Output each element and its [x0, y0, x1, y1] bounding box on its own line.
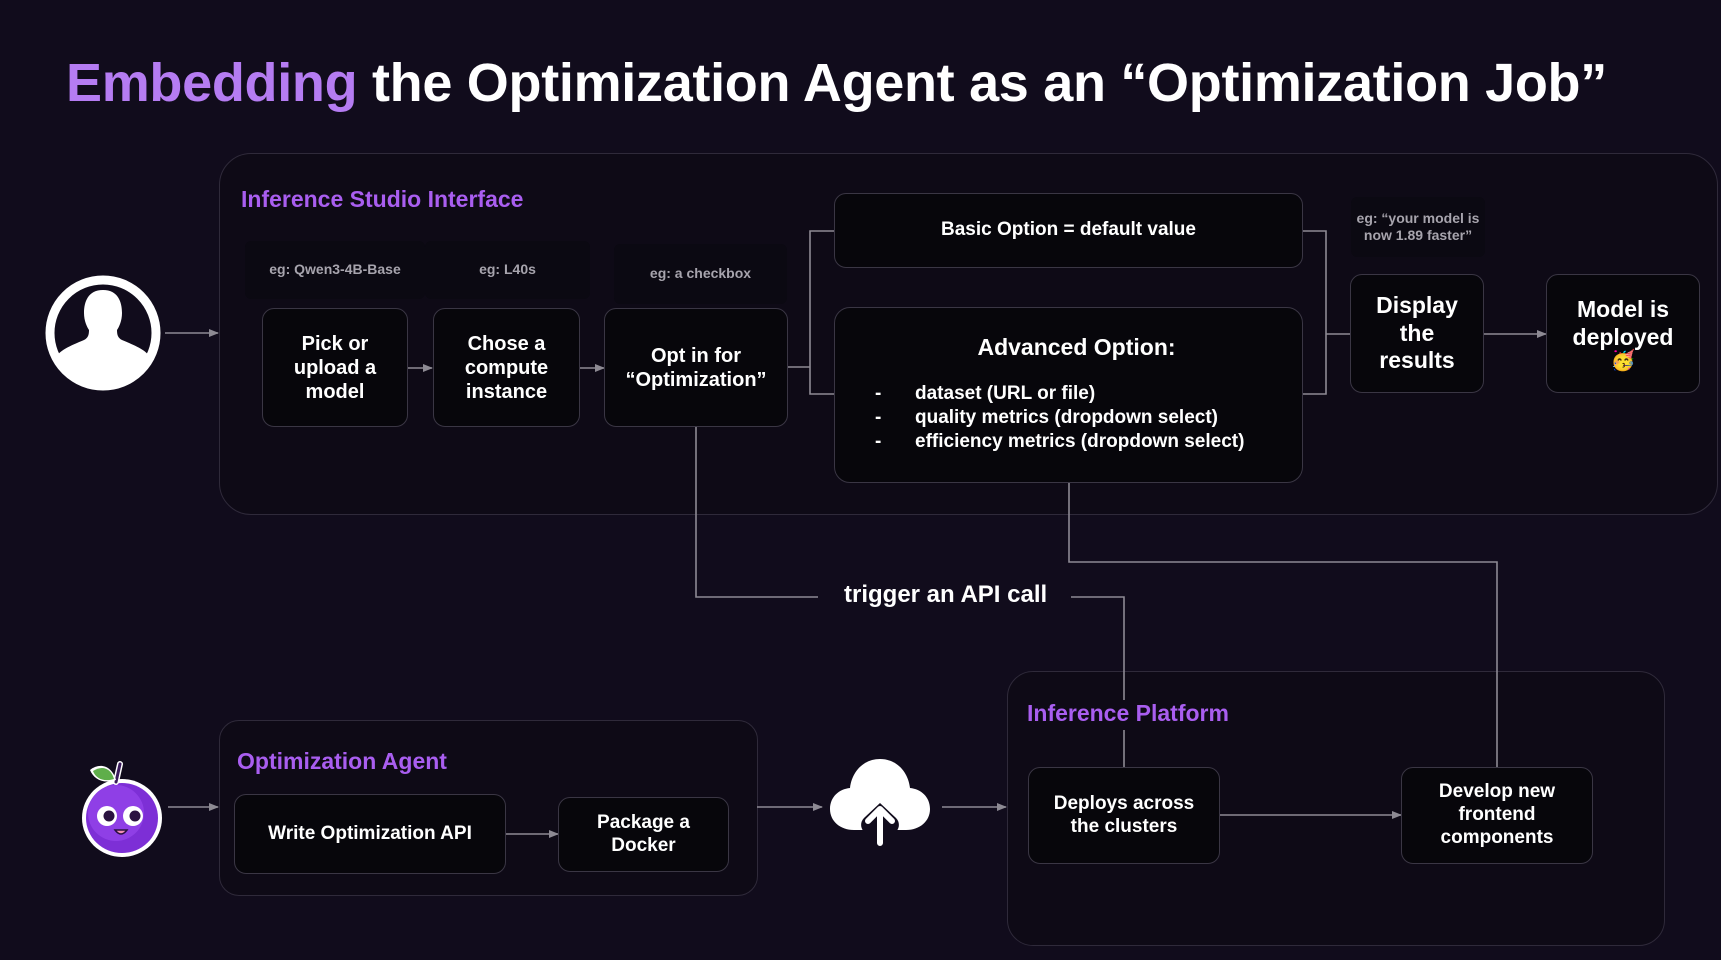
deployed-label: Model is deployed: [1572, 295, 1674, 350]
step-opt-in[interactable]: Opt in for “Optimization”: [604, 308, 788, 427]
step-pick-model[interactable]: Pick or upload a model: [262, 308, 408, 427]
step-chose-instance[interactable]: Chose a compute instance: [433, 308, 580, 427]
step-model-deployed[interactable]: Model is deployed 🥳: [1546, 274, 1700, 393]
party-face-icon: 🥳: [1610, 350, 1636, 373]
advanced-item: -dataset (URL or file): [875, 382, 1096, 404]
trigger-api-call-label: trigger an API call: [838, 581, 1054, 609]
write-optimization-api[interactable]: Write Optimization API: [234, 794, 506, 874]
advanced-item: -efficiency metrics (dropdown select): [875, 430, 1245, 452]
user-avatar-icon: [45, 275, 161, 391]
hint-instance: eg: L40s: [425, 241, 590, 299]
advanced-option-title: Advanced Option:: [977, 334, 1176, 360]
title-rest: the Optimization Agent as an “Optimizati…: [357, 53, 1607, 113]
inference-studio-title: Inference Studio Interface: [241, 186, 524, 212]
slide-title: Embedding the Optimization Agent as an “…: [66, 52, 1607, 114]
hint-results: eg: “your model is now 1.89 faster”: [1351, 197, 1485, 257]
advanced-item: -quality metrics (dropdown select): [875, 406, 1218, 428]
cloud-upload-icon: [830, 759, 930, 846]
advanced-option[interactable]: Advanced Option: -dataset (URL or file) …: [834, 307, 1303, 483]
hint-optin: eg: a checkbox: [614, 244, 787, 304]
plum-mascot-icon: [82, 761, 162, 857]
hint-model: eg: Qwen3-4B-Base: [245, 241, 425, 299]
basic-option[interactable]: Basic Option = default value: [834, 193, 1303, 268]
title-accent: Embedding: [66, 53, 358, 113]
deploys-across-clusters[interactable]: Deploys across the clusters: [1028, 767, 1220, 864]
step-display-results[interactable]: Display the results: [1350, 274, 1484, 393]
inference-platform-title: Inference Platform: [1027, 700, 1231, 727]
package-docker[interactable]: Package a Docker: [558, 797, 729, 872]
optimization-agent-title: Optimization Agent: [237, 748, 447, 774]
develop-frontend-components[interactable]: Develop new frontend components: [1401, 767, 1593, 864]
